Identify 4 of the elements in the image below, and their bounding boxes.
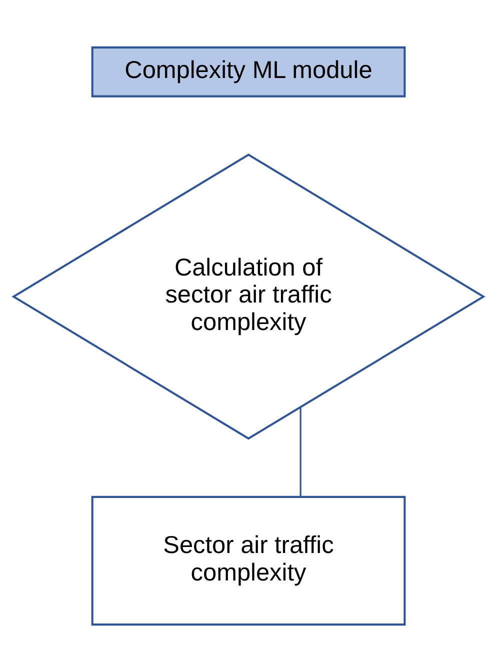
node-diamond: Calculation of sector air traffic complexity <box>12 154 486 440</box>
node-box: Sector air traffic complexity <box>91 496 406 626</box>
node-box: Complexity ML module <box>91 46 406 98</box>
connector <box>300 407 302 497</box>
